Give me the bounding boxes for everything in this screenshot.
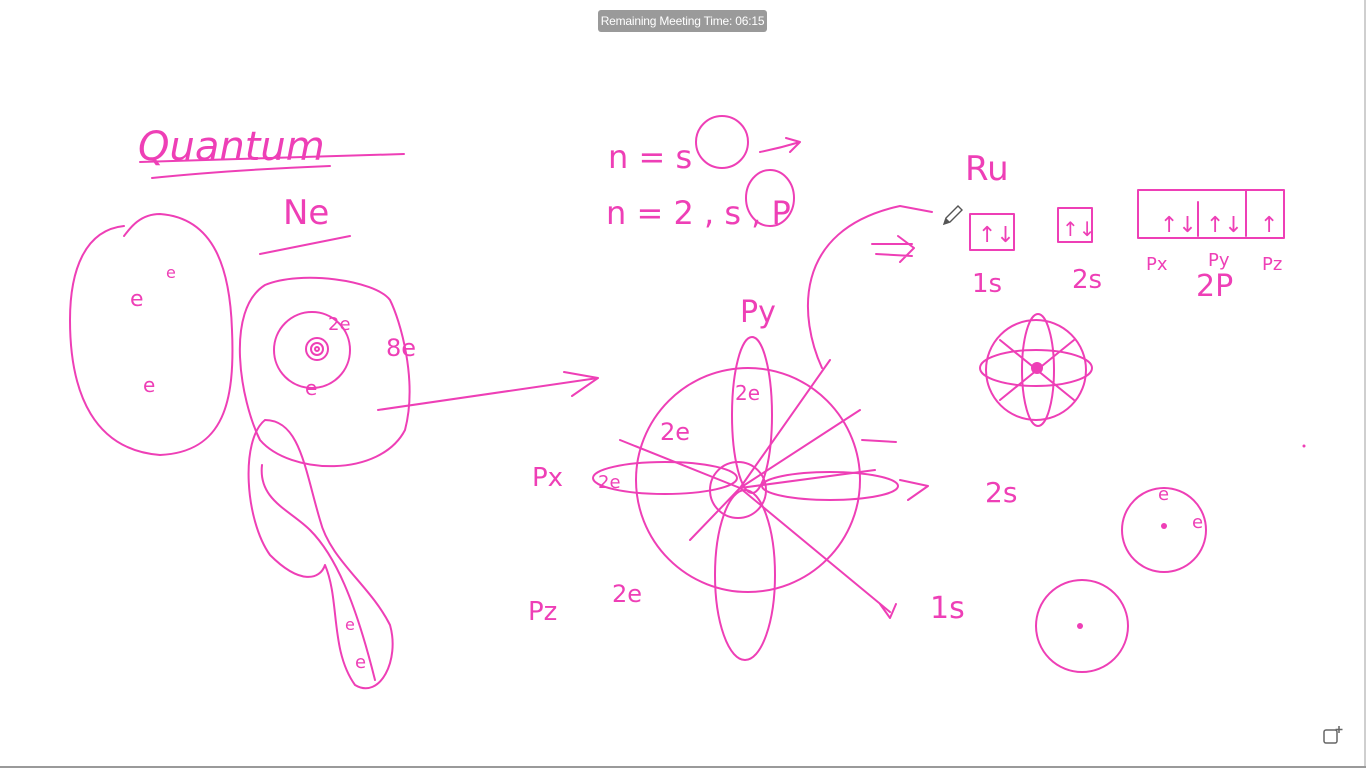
svg-text:Px: Px	[532, 463, 563, 493]
arrow-to-orbitals	[377, 371, 599, 411]
svg-text:Py: Py	[1208, 250, 1230, 271]
orbital-sphere-outer	[635, 367, 861, 593]
circle-1s	[1035, 579, 1129, 673]
svg-text:↑: ↑	[1260, 213, 1278, 238]
svg-text:Pz: Pz	[1262, 254, 1282, 275]
svg-text:↑↓: ↑↓	[1160, 213, 1197, 238]
svg-text:↑↓: ↑↓	[1062, 217, 1096, 241]
box-2p	[1137, 189, 1285, 239]
right-edge	[1364, 0, 1366, 768]
svg-text:8e: 8e	[386, 334, 416, 362]
svg-text:e: e	[166, 263, 176, 282]
svg-text:e: e	[130, 287, 144, 312]
n-equals-2: n = 2 , s , P	[606, 194, 791, 232]
svg-text:e: e	[1158, 484, 1169, 505]
svg-text:↑↓: ↑↓	[978, 223, 1015, 248]
svg-text:e: e	[345, 615, 355, 634]
svg-text:1s: 1s	[930, 591, 965, 626]
pz-lobe	[714, 489, 776, 661]
svg-text:2e: 2e	[612, 580, 642, 608]
circle-2s	[1121, 487, 1207, 573]
box-1s	[969, 213, 1015, 251]
svg-text:Px: Px	[1146, 254, 1168, 275]
atom-shell-1	[273, 311, 351, 389]
title-underline-1	[139, 153, 405, 163]
element-ne: Ne	[283, 193, 329, 233]
atom-outer	[238, 276, 411, 468]
curved-arrow	[807, 205, 933, 369]
svg-text:2e: 2e	[328, 314, 351, 335]
svg-text:Pz: Pz	[528, 597, 557, 627]
atom-nucleus	[305, 337, 329, 361]
svg-text:1s: 1s	[972, 269, 1002, 299]
svg-text:2e: 2e	[735, 381, 760, 405]
svg-text:e: e	[305, 376, 317, 400]
svg-text:e: e	[1192, 512, 1203, 533]
svg-text:e: e	[355, 652, 366, 673]
box-2s	[1057, 207, 1093, 243]
dumbbell-lobe	[247, 419, 394, 690]
mini-atom	[985, 319, 1087, 421]
title-quantum: Quantum	[138, 124, 325, 170]
n-equals-1: n = s	[608, 138, 692, 176]
svg-text:2s: 2s	[985, 476, 1017, 509]
px-lobe-left	[592, 461, 738, 495]
new-whiteboard-icon[interactable]	[1322, 724, 1344, 746]
svg-text:↑↓: ↑↓	[1206, 213, 1243, 238]
meeting-timer: Remaining Meeting Time: 06:15	[598, 10, 767, 32]
svg-text:e: e	[143, 373, 155, 397]
svg-text:2e: 2e	[598, 472, 621, 493]
svg-text:2P: 2P	[1196, 269, 1233, 304]
ru-label: Ru	[965, 149, 1009, 189]
svg-text:2e: 2e	[660, 418, 690, 446]
ne-underline	[259, 235, 351, 255]
cloud-blob	[69, 213, 234, 456]
svg-text:Py: Py	[740, 295, 776, 330]
pencil-icon[interactable]	[940, 202, 966, 228]
svg-text:2s: 2s	[1072, 265, 1102, 295]
title-underline-2	[151, 165, 331, 179]
bottom-edge	[0, 766, 1366, 768]
